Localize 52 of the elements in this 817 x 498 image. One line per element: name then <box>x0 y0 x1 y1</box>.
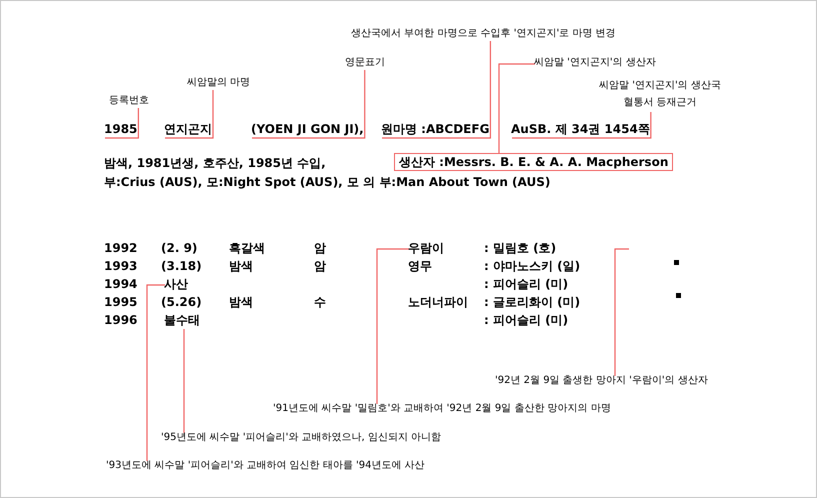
annotated-text: AuSB. 제 34권 1454쪽 <box>511 122 650 136</box>
annotation-text: 씨암말의 마명 <box>187 77 250 89</box>
annotated-text: (YOEN JI GON JI), <box>251 122 364 136</box>
record-text: 부:Crius (AUS), 모:Night Spot (AUS), 모 의 부:Man About Town (AUS) <box>104 175 550 189</box>
annotation-text: 생산국에서 부여한 마명으로 수입후 '연지곤지'로 마명 변경 <box>351 28 616 40</box>
record-text: : 야마노스키 (일) <box>484 259 580 273</box>
record-text: 영무 <box>408 259 432 273</box>
record-text: (2. 9) <box>161 241 198 255</box>
leader-line <box>376 248 409 404</box>
record-text: 밤색, 1981년생, 호주산, 1985년 수입, <box>104 156 326 170</box>
annotation-text: '92년 2월 9일 출생한 망아지 '우람이'의 생산자 <box>495 375 708 387</box>
record-text: 밤색 <box>229 259 253 273</box>
annotated-text: 1985 <box>104 122 138 136</box>
leader-line <box>165 90 214 139</box>
record-text: : 밀림호 (호) <box>484 241 556 255</box>
record-text: : 피어슬리 (미) <box>484 277 568 291</box>
annotated-text-box: 생산자 :Messrs. B. E. & A. A. Macpherson <box>394 153 674 171</box>
annotation-text: 씨암말 '연지곤지'의 생산자 <box>534 57 656 69</box>
annotation-text: 영문표기 <box>345 57 385 69</box>
annotated-text: 사산 <box>164 277 188 291</box>
leader-line <box>183 329 185 433</box>
record-text: (3.18) <box>161 259 202 273</box>
annotated-text: 우람이 <box>408 241 444 255</box>
record-text: 1993 <box>104 259 138 273</box>
leader-line <box>252 70 366 139</box>
annotation-text: '91년도에 씨수말 '밀림호'와 교배하여 '92년 2월 9일 출산한 망아지의 마명 <box>273 403 611 415</box>
leader-line <box>382 41 492 139</box>
annotation-text: 등록번호 <box>109 95 149 107</box>
record-text: 밤색 <box>229 295 253 309</box>
record-text: : 피어슬리 (미) <box>484 313 568 327</box>
annotated-text: 원마명 :ABCDEFG <box>381 122 490 136</box>
annotation-text: '93년도에 씨수말 '피어슬리'와 교배하여 임신한 태아를 '94년도에 사산 <box>106 460 425 472</box>
leader-line <box>512 112 652 139</box>
leader-line <box>614 248 629 376</box>
annotation-text: '95년도에 씨수말 '피어슬리'와 교배하였으나, 임신되지 아니함 <box>161 432 442 444</box>
record-text: 1996 <box>104 313 138 327</box>
record-text: (5.26) <box>161 295 202 309</box>
leader-line <box>498 63 535 154</box>
record-text: 암 <box>314 241 326 255</box>
record-text: 1992 <box>104 241 138 255</box>
annotated-text: 연지곤지 <box>164 122 212 136</box>
record-text: 노더너파이 <box>408 295 468 309</box>
record-text: : 글로리화이 (미) <box>484 295 580 309</box>
record-text: 암 <box>314 259 326 273</box>
record-text: 수 <box>314 295 326 309</box>
record-text: 흑갈색 <box>229 241 265 255</box>
record-text: 1994 <box>104 277 138 291</box>
annotated-text: 불수태 <box>164 313 200 327</box>
leader-line <box>105 108 139 139</box>
annotation-text: 씨암말 '연지곤지'의 생산국 혈통서 등재근거 <box>599 77 721 111</box>
record-text: 1995 <box>104 295 138 309</box>
leader-line <box>146 284 165 461</box>
